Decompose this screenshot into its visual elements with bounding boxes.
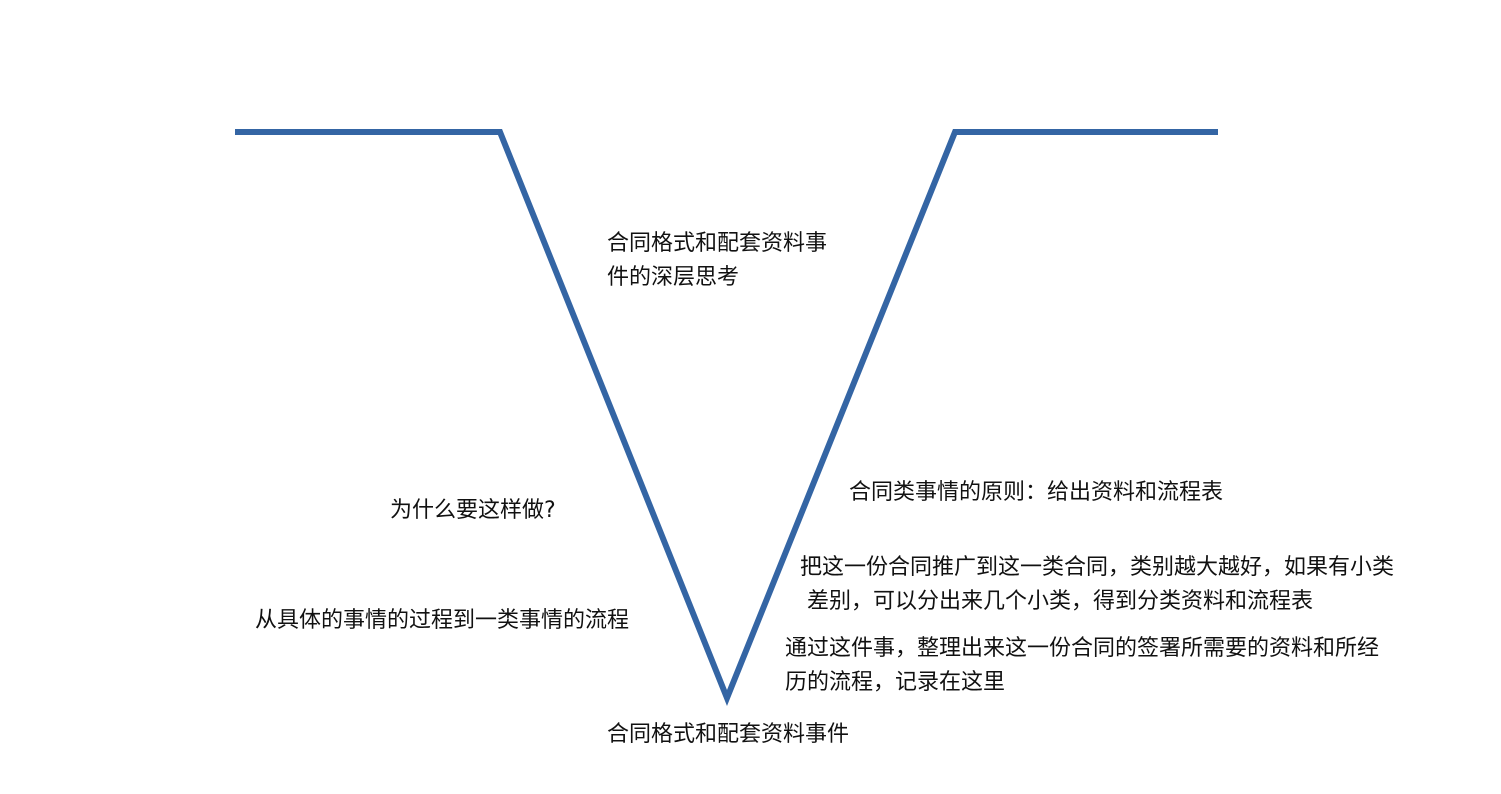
top-title-line-1: 合同格式和配套资料事 — [607, 231, 828, 256]
record-label: 通过这件事，整理出来这一份合同的签署所需要的资料和所经 历的流程，记录在这里 — [785, 632, 1379, 700]
generalize-line-1: 把这一份合同推广到这一类合同，类别越大越好，如果有小类 — [800, 555, 1395, 580]
process-label: 从具体的事情的过程到一类事情的流程 — [255, 608, 630, 633]
why-label: 为什么要这样做? — [390, 498, 556, 523]
v-shape-line — [235, 129, 1218, 707]
record-line-1: 通过这件事，整理出来这一份合同的签署所需要的资料和所经 — [785, 636, 1380, 661]
top-title-line-2: 件的深层思考 — [607, 265, 740, 290]
bottom-title: 合同格式和配套资料事件 — [607, 722, 850, 747]
top-title: 合同格式和配套资料事 件的深层思考 — [607, 227, 827, 295]
record-line-2: 历的流程，记录在这里 — [785, 670, 1006, 695]
generalize-label: 把这一份合同推广到这一类合同，类别越大越好，如果有小类 差别，可以分出来几个小类… — [800, 551, 1394, 619]
generalize-line-2: 差别，可以分出来几个小类，得到分类资料和流程表 — [800, 589, 1313, 614]
principle-label: 合同类事情的原则：给出资料和流程表 — [849, 480, 1224, 505]
